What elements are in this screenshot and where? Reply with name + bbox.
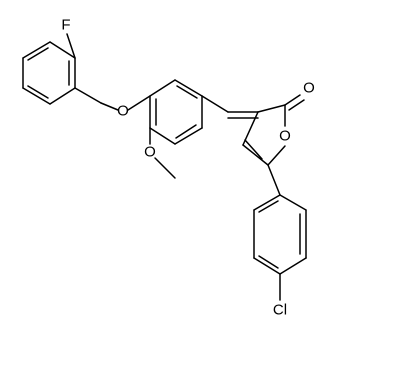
ether-oxygen-label: O	[117, 103, 129, 120]
bond	[267, 145, 286, 166]
atom-fluorine: F	[61, 17, 70, 34]
bond	[22, 87, 51, 105]
methoxyphenyl-ring	[149, 79, 203, 145]
bond	[253, 257, 281, 275]
methoxy-oxygen-label: O	[144, 144, 156, 161]
atom-methoxy-oxygen: O	[144, 144, 156, 161]
bond	[242, 111, 259, 146]
bond-ring-ch2	[74, 87, 102, 104]
bond	[22, 41, 51, 59]
double-bond-inner	[176, 85, 198, 99]
bond-ch2-o	[100, 102, 119, 111]
double-bond-inner	[175, 124, 197, 139]
bond-furan-aryl	[267, 164, 281, 196]
double-bond-inner	[258, 200, 279, 213]
atom-ring-oxygen: O	[279, 128, 291, 145]
double-bond-inner	[258, 255, 279, 269]
double-bond-inner	[244, 139, 263, 160]
fluorophenyl-ring	[22, 41, 76, 105]
furanone-ring	[242, 104, 286, 166]
bond	[242, 144, 269, 166]
bond	[49, 41, 76, 59]
bond	[174, 127, 203, 145]
carbonyl-oxygen-label: O	[303, 80, 315, 97]
bond	[49, 87, 76, 105]
bond	[149, 127, 176, 145]
atom-chlorine: Cl	[273, 302, 287, 319]
carbonyl-double-bond	[288, 99, 305, 111]
bond-ring-ch	[201, 95, 229, 113]
ring-oxygen-label: O	[279, 128, 291, 145]
bond-c-f	[66, 33, 76, 59]
bond	[149, 79, 176, 97]
double-bond-inner	[27, 85, 49, 99]
bond	[174, 79, 203, 97]
bond	[279, 194, 307, 211]
carbonyl-double-bond	[284, 94, 301, 106]
chlorophenyl-ring	[253, 194, 307, 275]
fluorine-label: F	[61, 17, 70, 34]
atom-ether-oxygen: O	[117, 103, 129, 120]
chlorine-label: Cl	[273, 302, 287, 319]
bond	[253, 194, 281, 211]
bond-o-me	[154, 157, 176, 179]
double-bond-inner	[27, 47, 49, 61]
bond-o-ring	[127, 95, 151, 111]
bond	[279, 257, 307, 275]
atom-carbonyl-oxygen: O	[303, 80, 315, 97]
bond	[257, 104, 286, 113]
